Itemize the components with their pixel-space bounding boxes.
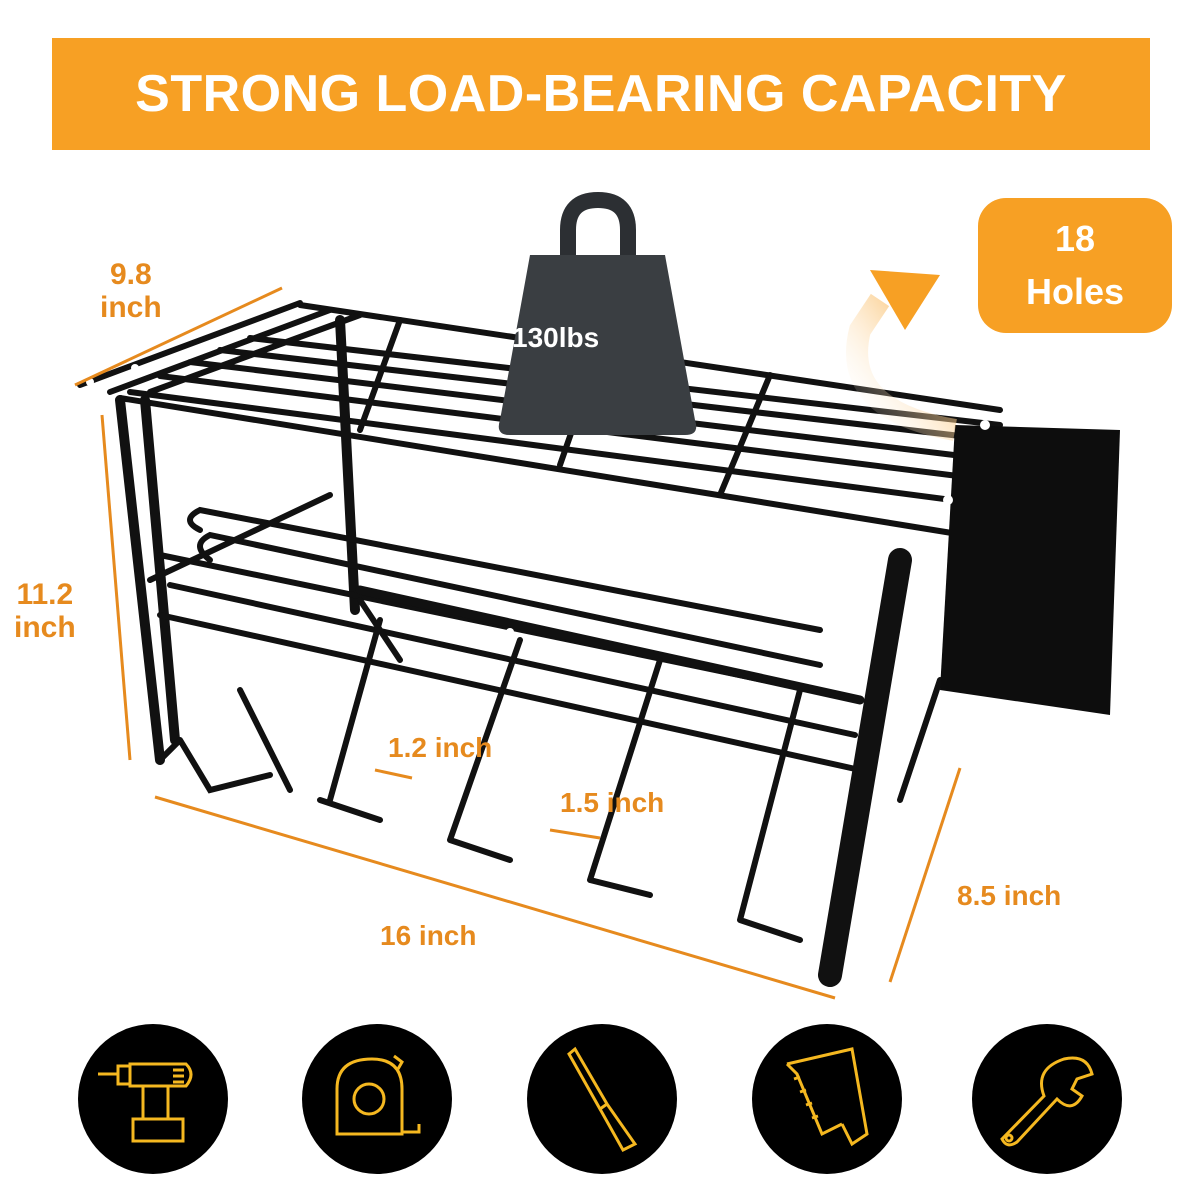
holes-label: Holes [1025, 270, 1125, 312]
top-shelf-left-rail [77, 300, 303, 388]
banner-title: STRONG LOAD-BEARING CAPACITY [135, 65, 1067, 123]
curved-arrow-head [870, 270, 940, 330]
weight-shackle [560, 191, 636, 258]
dim-arrow-gap-large [549, 828, 601, 840]
dim-gap-large: 1.5 inch [560, 787, 665, 818]
top-shelf-front-rail [117, 395, 998, 543]
dim-width: 16 inch [380, 920, 477, 951]
dim-depth-bottom: 8.5 inch [957, 880, 1062, 911]
title-banner: STRONG LOAD-BEARING CAPACITY [52, 38, 1150, 150]
tool-icons-row [0, 1024, 1200, 1174]
hacksaw-icon [752, 1024, 902, 1174]
tool-hooks [157, 597, 803, 943]
tape-measure-icon [302, 1024, 452, 1174]
dim-arrow-depth-top [74, 286, 283, 387]
drill-icon [78, 1024, 228, 1174]
dim-arrow-gap-small [374, 768, 413, 780]
curved-arrow [846, 293, 957, 441]
dim-arrow-depth-bottom [888, 767, 962, 983]
dim-arrow-width [154, 795, 836, 1000]
wrench-icon [972, 1024, 1122, 1174]
side-holder-box [940, 425, 1120, 715]
left-bracket [115, 315, 360, 765]
right-bracket-brace [897, 677, 943, 803]
wall-rail [355, 585, 865, 705]
mounting-holes [86, 364, 990, 694]
weight-body [498, 255, 697, 435]
right-bracket [818, 548, 912, 987]
dim-gap-small: 1.2 inch [388, 732, 493, 763]
weight-label: 130lbs [512, 322, 600, 353]
holes-callout: 18 Holes [978, 198, 1172, 333]
screwdriver-icon [527, 1024, 677, 1174]
dim-arrow-height [100, 414, 132, 761]
dim-height: 11.2 inch [14, 578, 76, 644]
holes-count: 18 [1054, 218, 1096, 260]
dim-depth-top: 9.8 inch [100, 258, 162, 324]
